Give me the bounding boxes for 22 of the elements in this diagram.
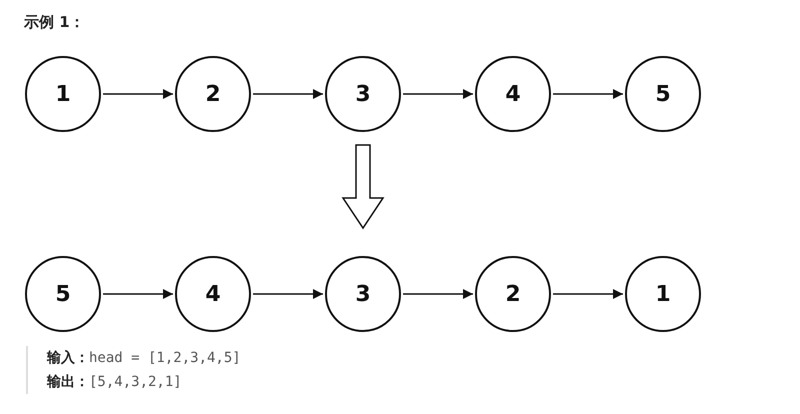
arrow (103, 289, 173, 299)
node-value: 4 (205, 282, 221, 306)
node-value: 2 (505, 282, 521, 306)
arrow (553, 289, 623, 299)
arrow (553, 89, 623, 99)
arrow (253, 89, 323, 99)
node-value: 5 (55, 282, 71, 306)
block-arrow (342, 144, 384, 230)
arrow (253, 289, 323, 299)
heading: 示例 1： (24, 13, 85, 32)
node-value: 5 (655, 82, 671, 106)
io-line: 输入：head = [1,2,3,4,5] (47, 349, 241, 368)
node-value: 4 (505, 82, 521, 106)
node-value: 2 (205, 82, 221, 106)
io-line: 输出：[5,4,3,2,1] (47, 373, 183, 392)
node-value: 3 (355, 282, 371, 306)
node-value: 3 (355, 82, 371, 106)
arrow (103, 89, 173, 99)
arrow (403, 89, 473, 99)
node-value: 1 (655, 282, 671, 306)
arrow (403, 289, 473, 299)
node-value: 1 (55, 82, 71, 106)
